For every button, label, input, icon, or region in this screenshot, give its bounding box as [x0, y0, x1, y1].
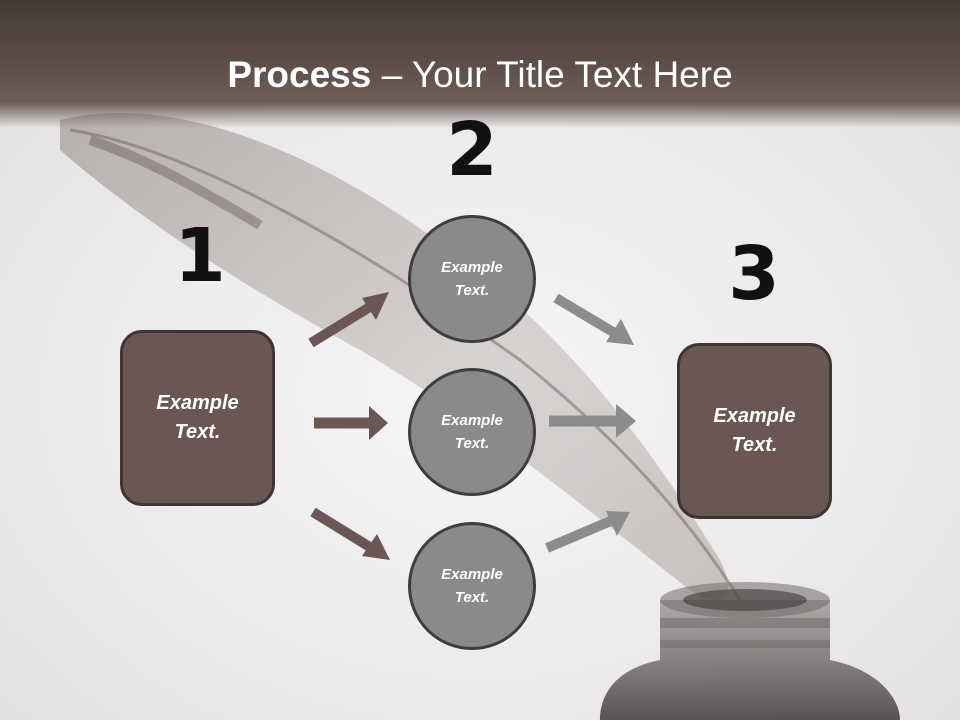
title-bold: Process	[227, 54, 372, 95]
step-number-2: 2	[446, 107, 498, 193]
title-rest: – Your Title Text Here	[371, 54, 733, 95]
step-2-circle-top: Example Text.	[408, 215, 536, 343]
step-2-circle-middle: Example Text.	[408, 368, 536, 496]
step-number-3: 3	[728, 231, 780, 317]
circle-middle-text: Example Text.	[441, 412, 503, 452]
step-3-text: Example Text.	[713, 405, 796, 456]
slide-title: Process – Your Title Text Here	[0, 52, 960, 98]
step-number-1: 1	[174, 213, 226, 299]
step-1-text: Example Text.	[156, 392, 239, 443]
circle-top-text: Example Text.	[441, 259, 503, 299]
title-bar	[0, 0, 960, 128]
circle-bottom-text: Example Text.	[441, 566, 503, 606]
step-1-box: Example Text.	[120, 330, 275, 506]
step-2-circle-bottom: Example Text.	[408, 522, 536, 650]
step-3-box: Example Text.	[677, 343, 832, 519]
